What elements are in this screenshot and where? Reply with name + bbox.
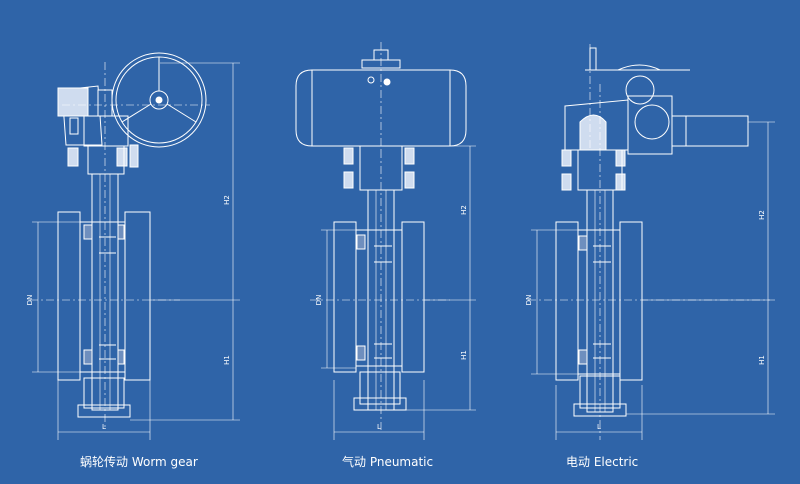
h2-label-pneumatic: H2 (460, 205, 468, 215)
l-label-electric: L (597, 423, 601, 431)
caption-electric: 电动 Electric (566, 455, 639, 469)
pneumatic-valve: DN L H2 H1 (295, 42, 476, 440)
h1-label-electric: H1 (758, 355, 766, 365)
dn-label-pneumatic: DN (315, 295, 323, 306)
h2-label-electric: H2 (758, 210, 766, 220)
h1-label-worm: H1 (223, 355, 231, 365)
dn-label-electric: DN (525, 295, 533, 306)
worm-gear-valve: DN L H2 H1 (26, 52, 240, 440)
dn-label-worm: DN (26, 295, 34, 306)
l-label-worm: L (102, 423, 106, 431)
caption-pneumatic: 气动 Pneumatic (342, 455, 434, 469)
l-label-pneumatic: L (377, 423, 381, 431)
h1-label-pneumatic: H1 (460, 350, 468, 360)
electric-valve: DN L H2 H1 (525, 44, 775, 440)
caption-worm-gear: 蜗轮传动 Worm gear (80, 455, 198, 469)
h2-label-worm: H2 (223, 195, 231, 205)
